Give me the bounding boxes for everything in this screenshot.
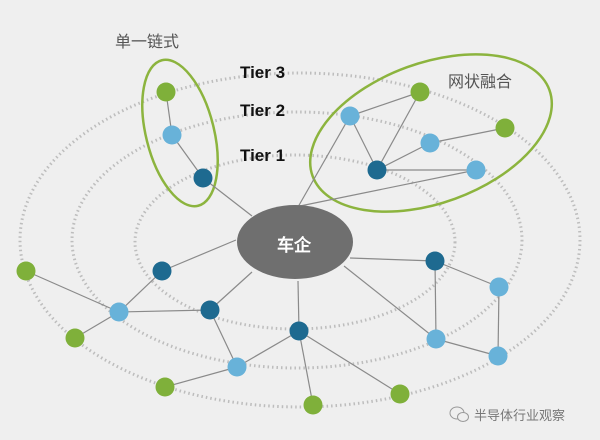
tier2-supplier-node (426, 329, 446, 349)
tier3-supplier-node (303, 395, 323, 415)
tier3-supplier-node (155, 377, 175, 397)
tier3-supplier-node (410, 82, 430, 102)
center-automaker-node (237, 205, 353, 279)
tier2-supplier-node (109, 302, 129, 322)
wechat-icon (448, 404, 470, 424)
edge-line (298, 330, 401, 395)
tier2-supplier-node (489, 277, 509, 297)
watermark-text: 半导体行业观察 (474, 409, 566, 424)
edge-line (299, 169, 477, 207)
edge-line (343, 265, 437, 340)
tier2-supplier-node (466, 160, 486, 180)
tier1-supplier-node (425, 251, 445, 271)
tier3-supplier-node (390, 384, 410, 404)
tier2-ring (70, 110, 524, 370)
edge-line (376, 142, 431, 171)
edge-line (25, 270, 120, 313)
tier3-supplier-node (156, 82, 176, 102)
edge-line (434, 260, 437, 340)
mesh-fusion-outline (308, 53, 554, 213)
edge-line (209, 309, 238, 368)
single-chain-label: 单一链式 (115, 32, 180, 51)
tier2-supplier-node (340, 106, 360, 126)
edge-line (118, 270, 163, 313)
tier2-supplier-node (227, 357, 247, 377)
tier2-supplier-node (162, 125, 182, 145)
edge-line (202, 177, 253, 217)
tier1-supplier-node (289, 321, 309, 341)
edge-line (429, 127, 506, 144)
tier3-supplier-node (65, 328, 85, 348)
edge-line (118, 309, 211, 313)
tier2-label: Tier 2 (240, 101, 286, 120)
edge-line (349, 115, 378, 171)
tier3-supplier-node (495, 118, 515, 138)
edge-line (434, 260, 500, 288)
edge-line (349, 91, 421, 117)
tier1-supplier-node (152, 261, 172, 281)
tier2-supplier-node (420, 133, 440, 153)
tier1-supplier-node (367, 160, 387, 180)
tier1-label: Tier 1 (240, 146, 286, 165)
edge-line (497, 286, 500, 357)
edge-line (161, 239, 237, 272)
mesh-fusion-label: 网状融合 (448, 72, 513, 91)
tier1-supplier-node (193, 168, 213, 188)
center-automaker-label: 车企 (277, 236, 311, 256)
tier3-ring (18, 71, 582, 409)
edge-line (236, 330, 300, 368)
edge-line (298, 330, 314, 406)
edge-line (164, 366, 238, 388)
tier3-label: Tier 3 (240, 63, 286, 82)
tier3-supplier-node (16, 261, 36, 281)
edge-line (297, 115, 351, 208)
edge-line (349, 257, 436, 262)
edge-line (376, 91, 421, 171)
tier1-supplier-node (200, 300, 220, 320)
edge-line (435, 338, 499, 357)
tier2-supplier-node (488, 346, 508, 366)
single-chain-outline (141, 58, 219, 208)
